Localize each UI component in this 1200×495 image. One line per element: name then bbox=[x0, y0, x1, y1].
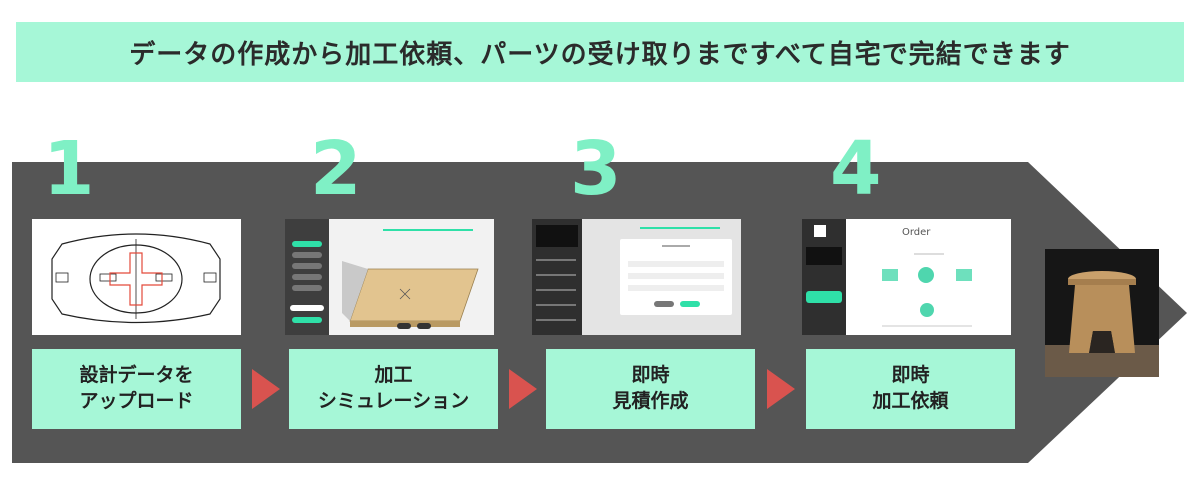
step-2-number: 2 bbox=[310, 126, 362, 212]
step-4-label-line-1: 即時 bbox=[891, 364, 930, 387]
step-3-number: 3 bbox=[570, 126, 622, 212]
step-3-label: 即時 見積作成 bbox=[546, 349, 755, 429]
next-arrow-icon bbox=[767, 369, 795, 409]
estimate-screen-image bbox=[532, 219, 741, 335]
step-2-label-line-1: 加工 bbox=[374, 364, 413, 387]
step-4-label-line-2: 加工依頼 bbox=[872, 390, 949, 412]
step-2-label-line-2: シミュレーション bbox=[317, 390, 470, 412]
next-arrow-icon bbox=[509, 369, 537, 409]
next-arrow-icon bbox=[252, 369, 280, 409]
step-1-label-line-2: アップロード bbox=[79, 390, 194, 412]
step-1-label-line-1: 設計データを bbox=[79, 364, 194, 387]
step-1-number: 1 bbox=[43, 126, 95, 212]
simulation-screen-image bbox=[285, 219, 494, 335]
estimate-dialog bbox=[620, 239, 732, 315]
stool-photo bbox=[1045, 249, 1159, 377]
simulation-board-icon bbox=[342, 261, 479, 327]
headline-text: データの作成から加工依頼、パーツの受け取りまですべて自宅で完結できます bbox=[129, 39, 1071, 70]
step-2-label: 加工 シミュレーション bbox=[289, 349, 498, 429]
headline-banner: データの作成から加工依頼、パーツの受け取りまですべて自宅で完結できます bbox=[16, 22, 1184, 82]
order-sidebar bbox=[802, 219, 846, 335]
step-4-label: 即時 加工依頼 bbox=[806, 349, 1015, 429]
stool-photo-icon bbox=[1045, 271, 1159, 377]
step-4-number: 4 bbox=[830, 126, 882, 212]
cad-drawing-image bbox=[32, 219, 241, 335]
cad-drawing-icon bbox=[51, 233, 221, 324]
order-screen-image: Order bbox=[802, 219, 1011, 335]
step-3-label-line-2: 見積作成 bbox=[612, 390, 689, 412]
step-1-label: 設計データを アップロード bbox=[32, 349, 241, 429]
step-3-label-line-1: 即時 bbox=[631, 364, 670, 387]
order-title: Order bbox=[902, 227, 931, 238]
